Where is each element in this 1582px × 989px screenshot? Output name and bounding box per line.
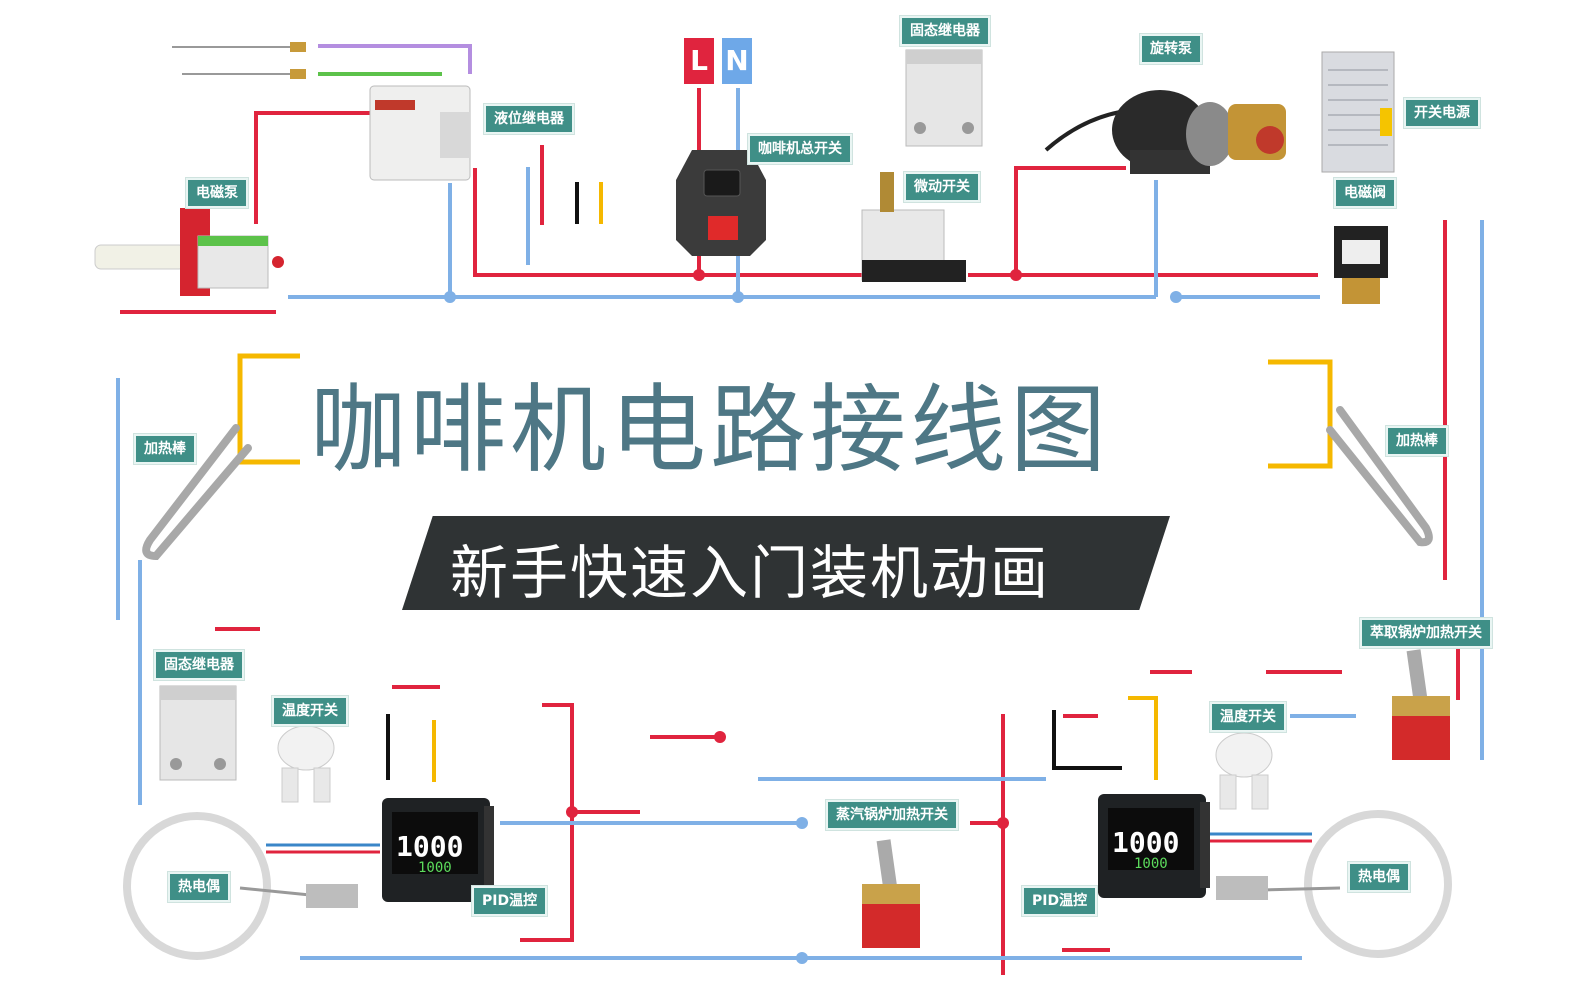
- title-brackets: [237, 353, 1333, 469]
- junction-dots: [444, 269, 1182, 964]
- label-switching-psu: 开关电源: [1404, 98, 1480, 128]
- rotary-pump-image: [1044, 90, 1286, 174]
- label-solenoid-valve: 电磁阀: [1334, 178, 1396, 208]
- label-heater-right: 加热棒: [1386, 426, 1448, 456]
- signal-wires: [386, 182, 1158, 782]
- pid-left-setpoint: 1000: [418, 860, 452, 876]
- diagram-title: 咖啡机电路接线图: [310, 374, 1110, 486]
- neutral-terminal-label: N: [722, 38, 752, 84]
- label-steam-boiler-switch: 蒸汽锅炉加热开关: [826, 800, 958, 830]
- diagram-subtitle: 新手快速入门装机动画: [450, 539, 1051, 607]
- solenoid-valve-image: [1334, 226, 1388, 304]
- pid-right-setpoint: 1000: [1134, 856, 1168, 872]
- label-thermocouple-right: 热电偶: [1348, 862, 1410, 892]
- label-main-switch: 咖啡机总开关: [748, 134, 852, 164]
- label-thermocouple-left: 热电偶: [168, 872, 230, 902]
- micro-switch-image: [861, 172, 966, 282]
- level-probe-wires: [172, 42, 472, 79]
- pid-right-display: 1000: [1112, 826, 1180, 859]
- heater-left-image: [142, 424, 252, 561]
- label-ssr-top: 固态继电器: [900, 16, 990, 46]
- electromagnetic-pump-image: [94, 208, 284, 296]
- temp-switch-right-image: [1215, 732, 1273, 810]
- label-electromagnetic-pump: 电磁泵: [186, 178, 248, 208]
- label-ssr-bottom: 固态继电器: [154, 650, 244, 680]
- ssr-top-image: [905, 49, 983, 147]
- thermocouple-left-image: [123, 812, 380, 960]
- pid-left-image: [382, 798, 494, 902]
- pid-left-display: 1000: [396, 830, 464, 863]
- brew-boiler-switch-image: [1392, 649, 1450, 760]
- label-pid-right: PID温控: [1022, 886, 1098, 916]
- ssr-bottom-image: [159, 685, 237, 781]
- label-rotary-pump: 旋转泵: [1140, 34, 1202, 64]
- label-level-relay: 液位继电器: [484, 104, 574, 134]
- pid-right-image: [1098, 794, 1210, 898]
- label-micro-switch: 微动开关: [904, 172, 980, 202]
- live-terminal-label: L: [684, 38, 714, 84]
- thermocouple-right-image: [1206, 810, 1452, 958]
- switching-psu-image: [1321, 51, 1395, 173]
- heater-right-image: [1326, 406, 1433, 547]
- label-heater-left: 加热棒: [134, 434, 196, 464]
- steam-boiler-switch-image: [862, 839, 920, 948]
- level-relay-image: [369, 85, 471, 181]
- label-pid-left: PID温控: [472, 886, 548, 916]
- label-brew-boiler-switch: 萃取锅炉加热开关: [1360, 618, 1492, 648]
- label-temp-switch-left: 温度开关: [272, 696, 348, 726]
- label-temp-switch-right: 温度开关: [1210, 702, 1286, 732]
- temp-switch-left-image: [277, 725, 335, 803]
- red-live-wires: [120, 88, 1460, 975]
- main-switch-image: [676, 150, 766, 256]
- subtitle-band: [402, 516, 1170, 610]
